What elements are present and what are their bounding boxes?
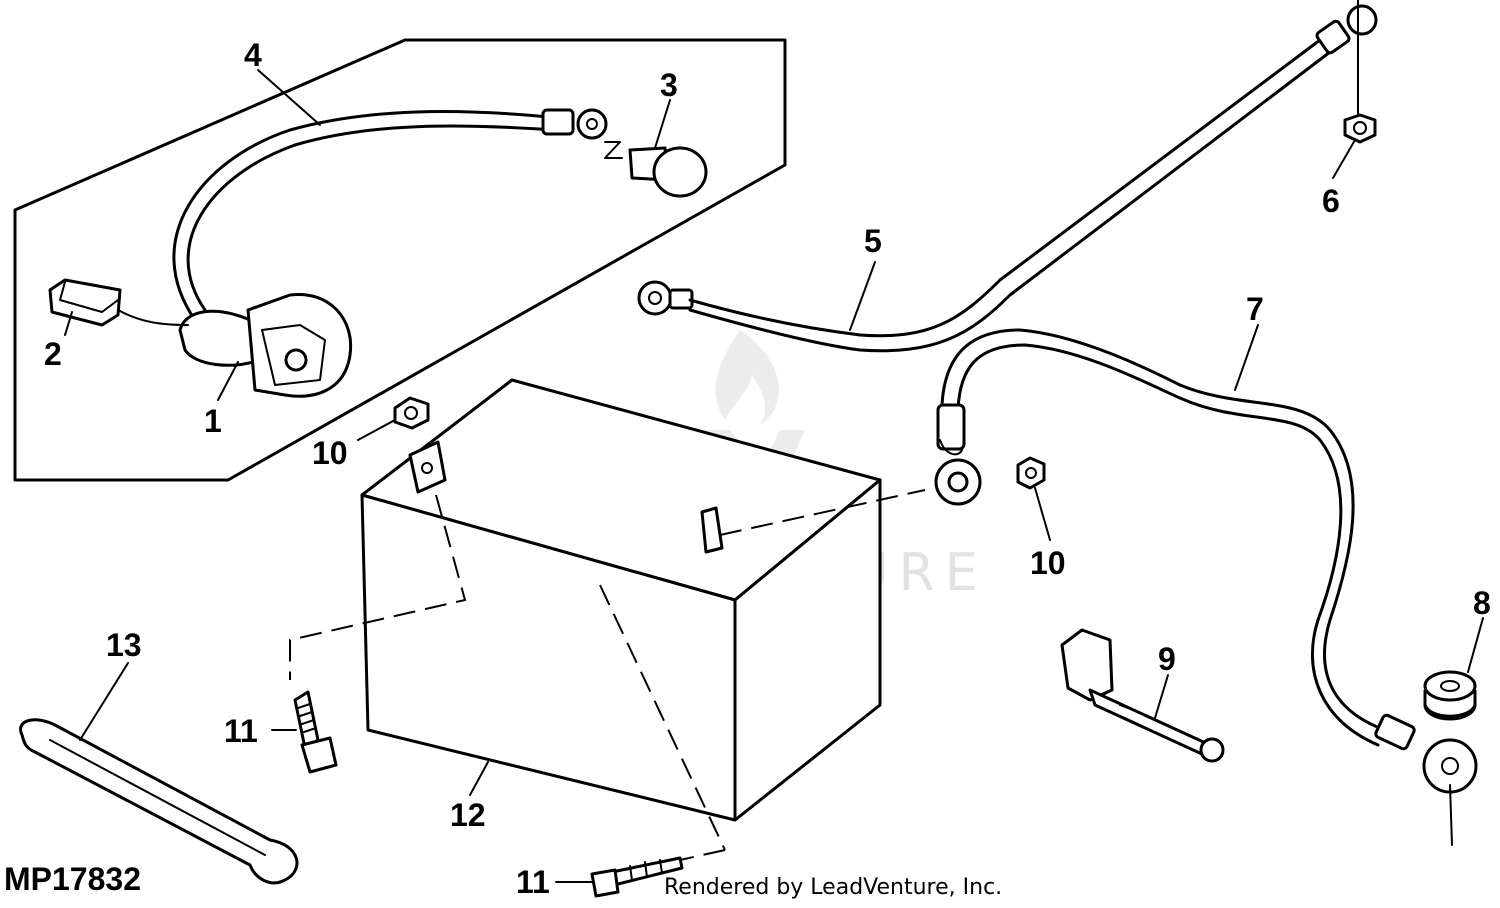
callout-2: 2	[44, 336, 62, 372]
part-2-connector	[48, 278, 189, 327]
callout-3: 3	[660, 67, 678, 103]
leader-lines	[64, 69, 1484, 883]
part-4-cable	[172, 108, 608, 322]
callout-8: 8	[1473, 585, 1491, 621]
part-13-bracket	[19, 718, 299, 885]
render-credit: Rendered by LeadVenture, Inc.	[664, 875, 1002, 900]
part-9-strap	[1060, 628, 1225, 763]
callout-11-upper: 11	[224, 713, 258, 749]
part-5-cable	[637, 0, 1378, 353]
part-7-cable	[934, 328, 1478, 846]
part-10-nut-right	[1016, 456, 1046, 490]
callout-12: 12	[450, 797, 486, 833]
callout-10-left: 10	[312, 435, 348, 471]
part-11-bolt-lower	[590, 856, 684, 898]
part-8-nut	[1423, 670, 1477, 721]
callout-7: 7	[1246, 291, 1264, 327]
callout-5: 5	[864, 223, 882, 259]
part-1-terminal	[178, 292, 353, 398]
callout-9: 9	[1158, 641, 1176, 677]
diagram-code: MP17832	[4, 861, 141, 897]
part-10-nut-left	[393, 396, 430, 430]
callout-10-right: 10	[1030, 545, 1066, 581]
part-12-battery	[289, 378, 926, 861]
callout-6: 6	[1322, 183, 1340, 219]
callout-1: 1	[204, 403, 222, 439]
inset-panel	[13, 38, 787, 482]
callout-11-lower: 11	[516, 864, 550, 900]
callout-13: 13	[106, 627, 142, 663]
part-11-bolt-upper	[293, 690, 338, 774]
part-6-nut	[1343, 113, 1377, 144]
callout-4: 4	[244, 37, 262, 73]
part-3-terminal-cap	[604, 141, 708, 198]
